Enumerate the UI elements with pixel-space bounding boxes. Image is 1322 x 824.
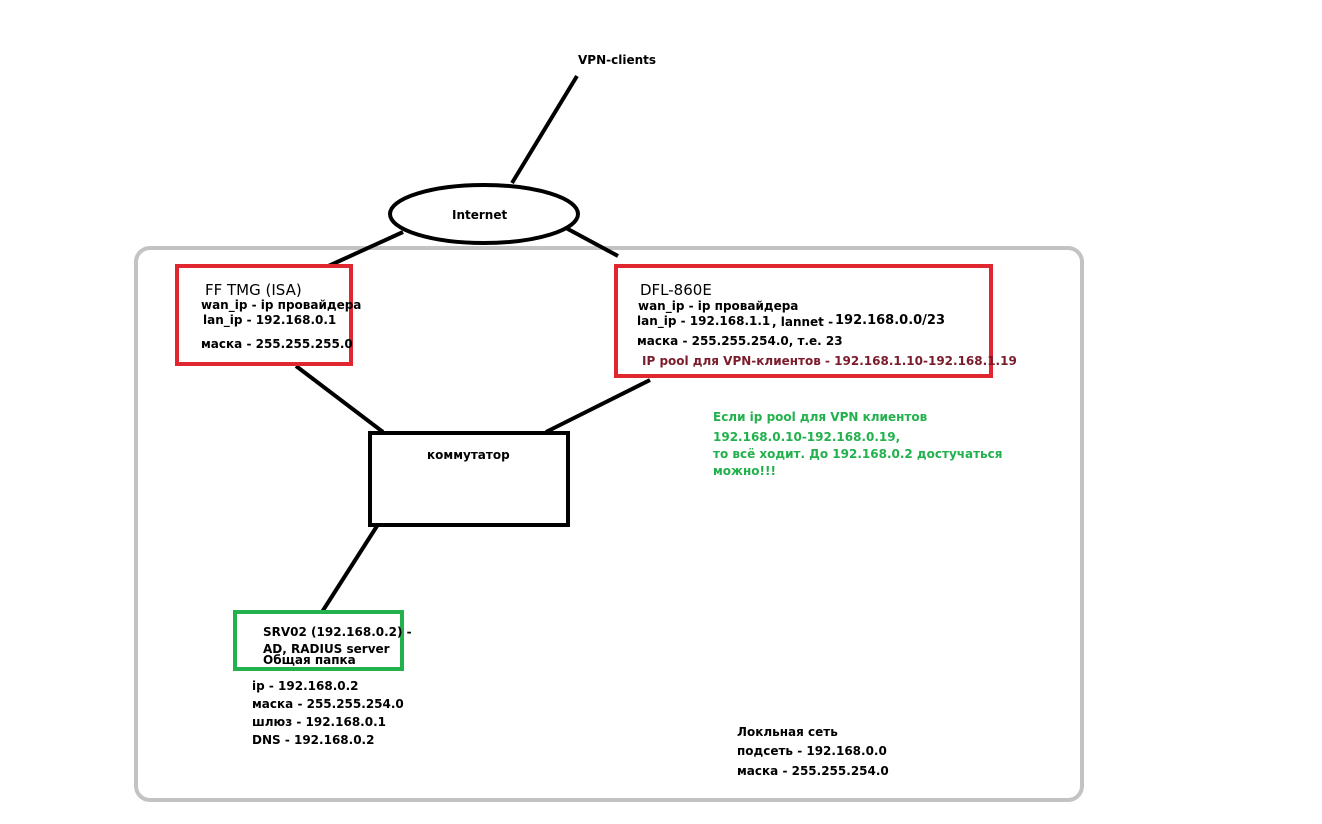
srv-box bbox=[233, 610, 404, 671]
dfl-title: DFL-860E bbox=[640, 281, 712, 299]
srv-gateway: шлюз - 192.168.0.1 bbox=[252, 715, 386, 729]
internet-to-dfl-line bbox=[565, 226, 619, 258]
tmg-wan-ip: wan_ip - ip провайдера bbox=[201, 298, 362, 312]
internet-to-tmg-line bbox=[323, 230, 404, 270]
tmg-mask: маска - 255.255.255.0 bbox=[201, 337, 353, 351]
internet-cloud bbox=[388, 183, 580, 245]
note-line: то всё ходит. До 192.168.0.2 достучаться bbox=[713, 447, 1003, 461]
local-network-mask: маска - 255.255.254.0 bbox=[737, 764, 889, 778]
tmg-lan-ip: lan_ip - 192.168.0.1 bbox=[203, 313, 337, 327]
dfl-box bbox=[614, 264, 993, 378]
switch-box bbox=[368, 431, 570, 527]
vpn-clients-label: VPN-clients bbox=[578, 53, 657, 67]
dfl-wan-ip: wan_ip - ip провайдера bbox=[638, 299, 799, 313]
note-line: можно!!! bbox=[713, 464, 776, 478]
dfl-lannet-value: 192.168.0.0/23 bbox=[835, 313, 946, 328]
internet-label: Internet bbox=[452, 208, 508, 222]
note-line: 192.168.0.10-192.168.0.19, bbox=[713, 430, 901, 444]
switch-label: коммутатор bbox=[427, 448, 510, 462]
dfl-lannet-label: , lannet - bbox=[772, 315, 834, 329]
dfl-to-switch-line bbox=[545, 378, 651, 434]
srv-dns: DNS - 192.168.0.2 bbox=[252, 733, 375, 747]
local-network-title: Локльная сеть bbox=[737, 725, 838, 739]
srv-mask: маска - 255.255.254.0 bbox=[252, 697, 404, 711]
tmg-to-switch-line bbox=[294, 364, 385, 434]
tmg-title: FF TMG (ISA) bbox=[205, 281, 302, 299]
note-line: Если ip pool для VPN клиентов bbox=[713, 410, 928, 424]
dfl-lan-ip: lan_ip - 192.168.1.1 bbox=[637, 314, 771, 328]
srv-name: SRV02 (192.168.0.2) - bbox=[263, 625, 412, 639]
srv-roles: AD, RADIUS server bbox=[263, 642, 390, 656]
local-network-subnet: подсеть - 192.168.0.0 bbox=[737, 744, 887, 758]
local-network-frame bbox=[134, 246, 1084, 802]
tmg-box bbox=[175, 264, 353, 366]
srv-ip: ip - 192.168.0.2 bbox=[252, 679, 359, 693]
vpn-link-line bbox=[510, 74, 579, 185]
srv-share: Общая папка bbox=[263, 653, 356, 667]
switch-to-srv-line bbox=[320, 524, 379, 614]
dfl-vpn-pool: IP pool для VPN-клиентов - 192.168.1.10-… bbox=[642, 354, 1017, 368]
dfl-mask: маска - 255.255.254.0, т.е. 23 bbox=[637, 334, 843, 348]
